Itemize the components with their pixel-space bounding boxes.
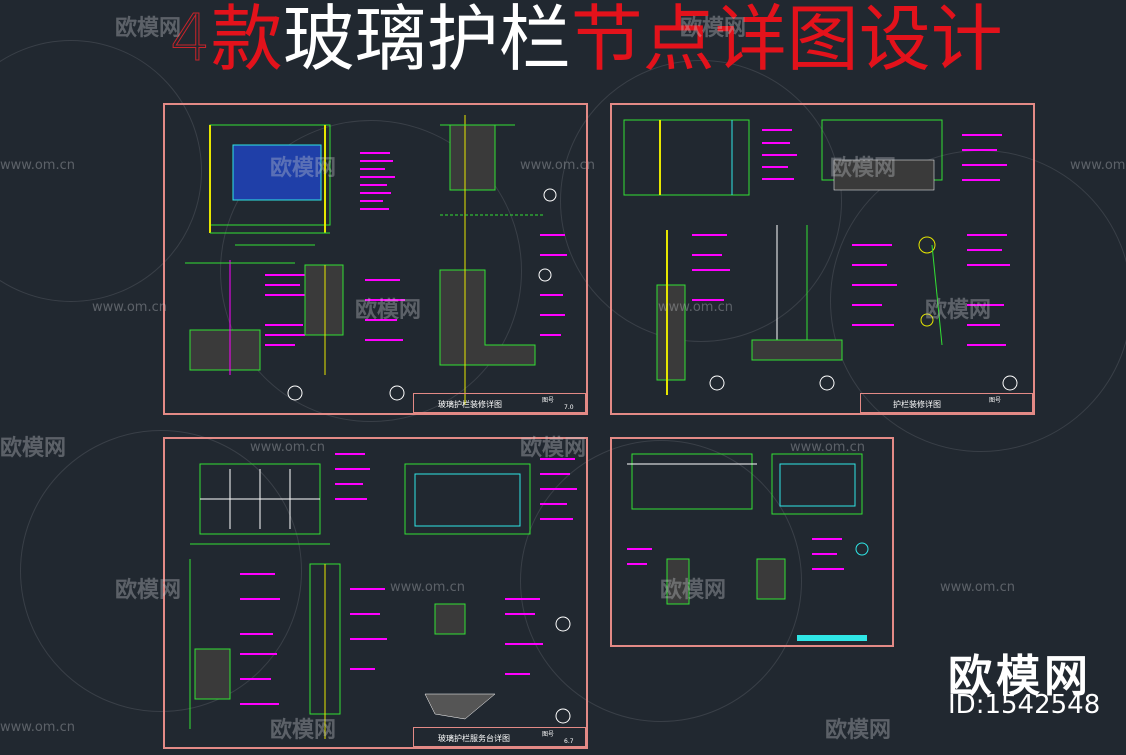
brand-id: ID:1542548: [948, 690, 1101, 720]
watermark-url: www.om.cn: [390, 580, 465, 595]
page-title: 4款玻璃护栏节点详图设计: [170, 0, 1003, 84]
drawing-sheet-3: 玻璃护栏服务台详图 图号 6.7: [163, 437, 588, 749]
watermark-logo: 欧模网: [115, 578, 182, 603]
watermark-logo: 欧模网: [270, 156, 337, 181]
watermark-logo: 欧模网: [825, 718, 892, 743]
drawing-sheet-1: 玻璃护栏装修详图 图号 7.0: [163, 103, 588, 415]
sheet-2-number-label: 图号: [989, 397, 1002, 404]
sheet-1-drawing: [185, 115, 567, 405]
title-number: 4: [170, 2, 212, 77]
drawing-sheet-4: [610, 437, 894, 647]
sheet-1-title: 玻璃护栏装修详图: [438, 400, 502, 409]
watermark-logo: 欧模网: [660, 578, 727, 603]
sheet-1-number-label: 图号: [542, 397, 555, 404]
watermark-logo: 欧模网: [680, 16, 747, 41]
title-block-3: 玻璃护栏服务台详图 图号 6.7: [413, 727, 586, 747]
sheet-3-title: 玻璃护栏服务台详图: [438, 734, 510, 743]
watermark-url: www.om.cn: [250, 440, 325, 455]
watermark-url: www.om.cn: [658, 300, 733, 315]
watermark-logo: 欧模网: [115, 16, 182, 41]
watermark-logo: 欧模网: [270, 718, 337, 743]
watermark-circle: [520, 440, 802, 722]
watermark-logo: 欧模网: [925, 298, 992, 323]
watermark-logo: 欧模网: [830, 156, 897, 181]
title-white-part: 玻璃护栏: [282, 0, 571, 81]
title-red-part-2: 节点详图设计: [570, 0, 1003, 81]
sheet-2-title: 护栏装修详图: [893, 400, 941, 409]
watermark-logo: 欧模网: [520, 436, 587, 461]
watermark-logo: 欧模网: [0, 436, 67, 461]
watermark-circle: [560, 60, 842, 342]
watermark-circle: [220, 120, 522, 422]
drawing-sheet-2: 护栏装修详图 图号: [610, 103, 1035, 415]
title-red-part-1: 款: [210, 0, 283, 81]
watermark-url: www.om.cn: [520, 158, 595, 173]
watermark-url: www.om.cn: [92, 300, 167, 315]
brand-logo: 欧模网: [948, 651, 1092, 702]
watermark-url: www.om.cn: [0, 720, 75, 735]
watermark-circle: [20, 430, 302, 712]
sheet-4-drawing: [627, 453, 869, 641]
sheet-2-drawing: [623, 119, 1018, 395]
watermark-url: www.om.cn: [1070, 158, 1126, 173]
watermark-url: www.om.cn: [940, 580, 1015, 595]
sheet-1-page: 7.0: [564, 404, 574, 411]
sheet-3-number-label: 图号: [542, 731, 555, 738]
sheet-3-drawing: [189, 453, 577, 739]
sheet-3-page: 6.7: [564, 738, 574, 745]
watermark-logo: 欧模网: [355, 298, 422, 323]
watermark-url: www.om.cn: [0, 158, 75, 173]
title-block-2: 护栏装修详图 图号: [860, 393, 1033, 413]
title-block-1: 玻璃护栏装修详图 图号 7.0: [413, 393, 586, 413]
watermark-url: www.om.cn: [790, 440, 865, 455]
